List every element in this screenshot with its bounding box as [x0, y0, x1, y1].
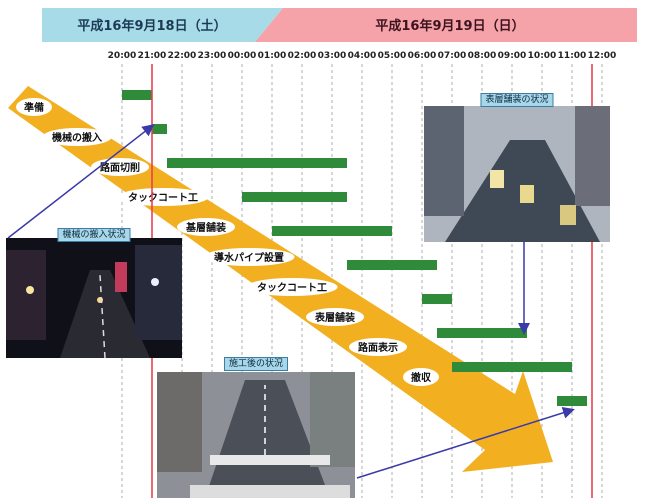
night-building-right	[135, 245, 182, 340]
task-label-4: 基層舗装	[185, 221, 226, 234]
paving-truck-1	[490, 170, 504, 188]
task-bars	[122, 90, 587, 406]
time-tick-13: 09:00	[498, 51, 527, 61]
time-tick-15: 11:00	[558, 51, 587, 61]
caption-surface-paving: 表層舗装の状況	[480, 93, 554, 107]
task-label-5: 導水パイプ設置	[214, 251, 284, 264]
time-tick-12: 08:00	[468, 51, 497, 61]
task-label-bg-5	[203, 248, 295, 266]
night-building-left	[6, 250, 46, 340]
time-tick-7: 03:00	[318, 51, 347, 61]
time-tick-16: 12:00	[588, 51, 617, 61]
task-bar-2	[167, 158, 347, 168]
task-bar-6	[422, 294, 452, 304]
task-bar-9	[557, 396, 587, 406]
time-tick-2: 22:00	[168, 51, 197, 61]
night-sign	[115, 262, 127, 292]
task-bar-4	[272, 226, 392, 236]
caption-after-construction: 施工後の状況	[223, 357, 289, 371]
day2-band	[255, 8, 637, 42]
day1-label: 平成16年9月18日（土）	[77, 18, 226, 34]
photo-machine-delivery	[6, 238, 182, 359]
task-label-2: 路面切削	[100, 161, 140, 174]
time-tick-0: 20:00	[108, 51, 137, 61]
day2-label: 平成16年9月19日（日）	[375, 18, 524, 34]
task-bar-0	[122, 90, 152, 100]
photo-connectors	[7, 124, 575, 479]
task-bar-5	[347, 260, 437, 270]
task-label-1: 機械の搬入	[52, 131, 102, 144]
paving-building-left	[424, 106, 464, 216]
paving-truck-3	[560, 205, 576, 225]
connector-after-construction	[356, 406, 575, 479]
photo-surface-paving	[424, 106, 610, 242]
night-light-2	[151, 278, 159, 286]
after-crosswalk	[210, 455, 330, 465]
caption-machine-delivery: 機械の搬入状況	[57, 228, 131, 242]
task-label-bg-3	[117, 188, 209, 206]
task-bar-3	[242, 192, 347, 202]
task-label-bg-1	[42, 128, 112, 146]
task-label-bg-7	[306, 308, 364, 326]
task-label-8: 路面表示	[358, 341, 398, 354]
time-tick-10: 06:00	[408, 51, 437, 61]
task-label-bg-0	[16, 98, 52, 116]
after-crosswalk-bottom	[190, 485, 350, 498]
task-label-7: 表層舗装	[314, 311, 355, 324]
after-building-right	[310, 372, 355, 467]
day-header: 平成16年9月18日（土） 平成16年9月19日（日）	[42, 8, 637, 42]
task-bar-8	[452, 362, 572, 372]
night-road	[60, 270, 150, 358]
task-label-0: 準備	[24, 101, 44, 114]
task-label-3: タックコート工	[128, 192, 198, 204]
time-tick-6: 02:00	[288, 51, 317, 61]
time-tick-11: 07:00	[438, 51, 467, 61]
task-label-bg-6	[246, 278, 338, 296]
task-label-bg-4	[177, 218, 235, 236]
time-tick-5: 01:00	[258, 51, 287, 61]
night-light-1	[26, 286, 34, 294]
photo-after-construction	[157, 372, 355, 498]
time-tick-3: 23:00	[198, 51, 227, 61]
time-tick-9: 05:00	[378, 51, 407, 61]
day1-band	[42, 8, 283, 42]
task-labels: 準備機械の搬入路面切削タックコート工基層舗装導水パイプ設置タックコート工表層舗装…	[16, 98, 439, 386]
paving-building-right	[575, 106, 610, 206]
after-building-left	[157, 372, 202, 472]
photo-layer	[6, 106, 610, 498]
task-label-bg-8	[349, 338, 407, 356]
night-lane	[99, 274, 106, 359]
time-tick-8: 04:00	[348, 51, 377, 61]
task-label-9: 撤収	[411, 371, 432, 384]
after-road	[205, 380, 330, 498]
time-tick-4: 00:00	[228, 51, 257, 61]
paving-truck-2	[520, 185, 534, 203]
task-bar-7	[437, 328, 527, 338]
task-bar-1	[152, 124, 167, 134]
connector-machine-delivery	[7, 124, 155, 239]
time-tick-14: 10:00	[528, 51, 557, 61]
task-label-bg-9	[403, 368, 439, 386]
time-tick-1: 21:00	[138, 51, 167, 61]
task-label-6: タックコート工	[257, 282, 327, 294]
